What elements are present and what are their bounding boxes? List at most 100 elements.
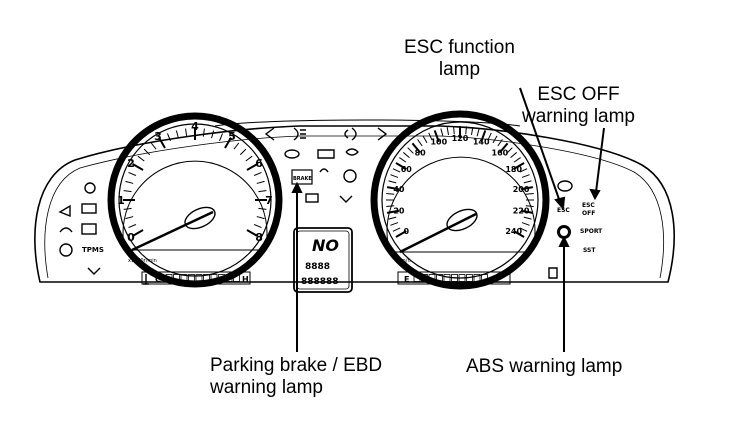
speedometer-tick-minor (487, 132, 492, 141)
sst-lamp-label: SST (583, 247, 596, 254)
esc-function-line-1: ESC function (404, 37, 515, 58)
tachometer-tick-minor (175, 130, 179, 139)
tachometer-tick-label: 2 (127, 157, 135, 170)
trunk-open-icon (339, 195, 353, 203)
tachometer-dial-face (122, 160, 268, 251)
tachometer-tick-minor (185, 128, 188, 137)
tachometer-tick-label: 1 (117, 194, 125, 207)
fuel-gauge-segment (473, 274, 481, 282)
abs-arrowhead (558, 235, 570, 247)
esc-off-arrowhead (589, 188, 601, 201)
oil-pressure-icon (87, 267, 101, 275)
speedometer-tick-minor (476, 128, 480, 137)
parking-brake-line-1: Parking brake / EBD (210, 355, 383, 376)
speedometer-tick-label: 140 (473, 138, 490, 147)
engine-check-icon (81, 203, 97, 214)
abs-line-1: ABS warning lamp (466, 356, 623, 377)
esc-function-line-2: lamp (438, 59, 481, 80)
tachometer-tick-minor (245, 155, 253, 162)
speedometer-needle (399, 212, 477, 254)
temperature-gauge-bars (165, 274, 240, 282)
speedometer-tick-label: 100 (430, 138, 447, 147)
speedometer-tick-minor (519, 168, 528, 173)
speedometer-tick-minor (386, 205, 395, 207)
temperature-gauge-segment (180, 274, 188, 282)
tachometer-tick-minor (211, 130, 215, 139)
speedometer-tick-label: 180 (505, 165, 522, 174)
tachometer-tick-label: 0 (127, 231, 135, 244)
tachometer-tick-major (246, 163, 258, 171)
tachometer-tick-major (246, 229, 258, 237)
center-warning-lamps (264, 127, 388, 203)
temperature-gauge-frame (141, 271, 251, 285)
speedometer-unit: km/h (398, 258, 411, 264)
parking-brake-line-2: warning lamp (210, 377, 323, 398)
tachometer-tick-label: 6 (255, 157, 263, 170)
esc-function-callout: ESC function lamp (404, 37, 515, 81)
temperature-gauge-segment (195, 274, 203, 282)
fog-lamp-icon (344, 127, 357, 141)
sport-lamp-label: SPORT (580, 228, 603, 235)
tachometer-tick-minor (258, 190, 267, 193)
right-warning-icons (548, 180, 573, 279)
esc-off-leader (595, 127, 605, 193)
temperature-cold-label: C (155, 275, 161, 284)
speedometer-tick-label: 0 (404, 227, 410, 236)
airbag-icon (81, 223, 97, 235)
speedometer-tick-label: 40 (393, 185, 405, 194)
turn-left-arrow-icon (264, 127, 275, 141)
esc-off-lamp-label-2: OFF (582, 210, 595, 217)
esc-off-line-1: ESC OFF (537, 84, 620, 105)
tachometer-tick-label: 8 (255, 231, 263, 244)
speedometer-tick-minor (525, 193, 534, 195)
speedometer-tick-major (513, 230, 525, 238)
tachometer-tick-minor (123, 190, 132, 193)
tachometer-tick-minor (256, 180, 265, 184)
fuel-gauge-segment (428, 274, 436, 282)
speedometer-tick-minor (523, 216, 532, 220)
speedometer-tick-minor (390, 222, 399, 226)
speedometer-tick-label: 240 (505, 227, 522, 236)
tachometer-tick-minor (219, 133, 224, 142)
brake-lamp-label: BRAKE (293, 176, 312, 182)
temperature-icon (143, 274, 149, 285)
speedometer-tick-minor (510, 152, 518, 158)
speedometer-tick-minor (492, 135, 498, 144)
tachometer-needle (131, 210, 214, 252)
speedometer-tick-minor (497, 139, 503, 147)
speedometer-tick-label: 200 (513, 185, 530, 194)
tachometer-tick-label: 4 (191, 120, 199, 133)
esc-function-leader (519, 87, 561, 203)
low-fuel-icon (345, 148, 359, 156)
esc-off-callout: ESC OFF warning lamp (522, 84, 635, 128)
speedometer-tick-label: 160 (492, 148, 509, 157)
speedometer-tick-major (386, 186, 400, 191)
speedometer-tick-minor (525, 205, 534, 207)
tachometer-tick-marks (123, 128, 267, 237)
speedometer-tick-label: 80 (415, 148, 427, 157)
tachometer-tick-label: 7 (265, 194, 273, 207)
fuel-gauge-segment (451, 274, 458, 282)
turn-right-arrow-icon (377, 127, 388, 141)
speedometer-tick-minor (388, 180, 397, 184)
esc-function-arrowhead (554, 196, 566, 211)
speedometer-tick-minor (388, 216, 397, 220)
tachometer-tick-minor (128, 224, 137, 229)
fuel-gauge-segment (481, 274, 488, 282)
callout-leaders (291, 87, 605, 352)
speedometer-tick-minor (417, 139, 423, 147)
tachometer-tick-minor (166, 133, 171, 142)
speedometer-tick-minor (470, 127, 474, 136)
tachometer-tick-minor (253, 171, 262, 176)
tachometer-tick-minor (202, 128, 205, 137)
lcd-trip: 8888 (305, 262, 330, 272)
tachometer-unit: x1000r/min (128, 258, 157, 264)
speedometer-tick-major (386, 209, 400, 214)
tachometer-tick-label: 5 (228, 130, 236, 143)
speedometer-tick-minor (392, 227, 401, 232)
cluster-housing (34, 125, 675, 283)
lcd-odometer: 888888 (301, 277, 339, 287)
speedometer-tick-minor (446, 127, 450, 136)
